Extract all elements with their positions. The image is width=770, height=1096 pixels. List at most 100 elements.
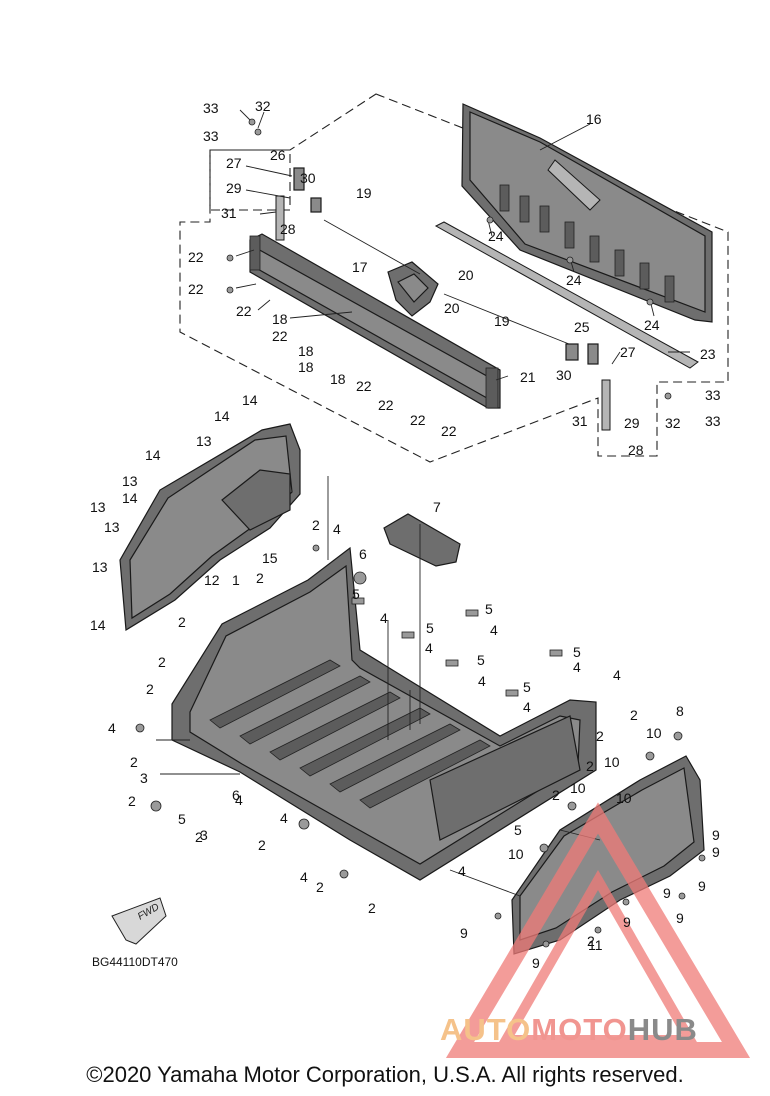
callout-number: 3 (140, 770, 148, 786)
callout-number: 10 (616, 790, 632, 806)
copyright-notice: ©2020 Yamaha Motor Corporation, U.S.A. A… (86, 1062, 684, 1087)
callout-number: 11 (588, 937, 603, 953)
callout-number: 13 (104, 519, 120, 535)
callout-number: 4 (333, 521, 341, 537)
latch-cable-upper (323, 219, 421, 275)
callout-number: 4 (300, 869, 308, 885)
cargo-bed (171, 546, 597, 881)
callout-number: 4 (478, 673, 486, 689)
callout-number: 14 (242, 392, 258, 408)
callout-number: 14 (90, 617, 106, 633)
callout-number: 2 (256, 570, 264, 586)
callout-number: 24 (644, 317, 660, 333)
latch-cable-lower (443, 293, 575, 347)
callout-number: 18 (330, 371, 346, 387)
callout-number: 4 (613, 667, 621, 683)
cover-plate (383, 513, 461, 567)
callout-number: 22 (236, 303, 252, 319)
callout-number: 27 (226, 155, 242, 171)
callout-number: 18 (272, 311, 288, 327)
callout-number: 14 (145, 447, 161, 463)
callout-number: 30 (300, 170, 316, 186)
callout-number: 7 (433, 499, 441, 515)
latch-handle (387, 261, 439, 317)
callout-number: 32 (665, 415, 681, 431)
callout-number: 10 (508, 846, 524, 862)
callout-number: 29 (624, 415, 640, 431)
callout-number: 24 (488, 228, 504, 244)
callout-number: 2 (178, 614, 186, 630)
callout-number: 19 (494, 313, 510, 329)
callout-number: 17 (352, 259, 368, 275)
callout-number: 22 (188, 281, 204, 297)
callout-number: 2 (195, 829, 203, 845)
side-panel-right (511, 755, 705, 955)
callout-number: 4 (523, 699, 531, 715)
callout-number: 24 (566, 272, 582, 288)
callout-number: 4 (490, 622, 498, 638)
callout-number: 2 (312, 517, 320, 533)
callout-number: 28 (280, 221, 296, 237)
callout-number: 12 (204, 572, 220, 588)
callout-number: 2 (552, 787, 560, 803)
callout-number: 28 (628, 442, 644, 458)
callout-number: 2 (158, 654, 166, 670)
callout-number: 20 (444, 300, 460, 316)
callout-number: 4 (235, 792, 243, 808)
latch-group-outline (209, 149, 291, 211)
callout-number: 13 (90, 499, 106, 515)
callout-number: 5 (523, 679, 531, 695)
callout-number: 10 (570, 780, 586, 796)
callout-number: 9 (663, 885, 671, 901)
callout-number: 31 (572, 413, 588, 429)
forward-arrow: FWD (111, 897, 167, 945)
callout-number: 13 (196, 433, 212, 449)
callout-number: 22 (378, 397, 394, 413)
callout-number: 25 (574, 319, 590, 335)
callout-number: 23 (700, 346, 716, 362)
callout-number: 6 (232, 787, 240, 803)
tailgate-panel (461, 103, 713, 323)
callout-number: 4 (573, 659, 581, 675)
callout-number: 9 (532, 955, 540, 971)
callout-number: 22 (410, 412, 426, 428)
side-panel-left (119, 423, 301, 632)
callout-number: 33 (705, 413, 721, 429)
callout-number: 2 (146, 681, 154, 697)
callout-number: 4 (380, 610, 388, 626)
fasteners (135, 118, 706, 948)
callout-number: 5 (573, 644, 581, 660)
callout-number: 22 (272, 328, 288, 344)
callout-number: 27 (620, 344, 636, 360)
latch-right (565, 343, 611, 431)
watermark-text: AUTOMOTOHUB (440, 1012, 770, 1048)
callout-number: 33 (203, 100, 219, 116)
watermark-logo (445, 802, 751, 1058)
callout-number: 5 (514, 822, 522, 838)
callout-number: 18 (298, 359, 314, 375)
callout-number: 2 (368, 900, 376, 916)
callout-number: 32 (255, 98, 271, 114)
callout-number: 2 (258, 837, 266, 853)
callout-number: 2 (587, 933, 595, 949)
callout-number: 30 (556, 367, 572, 383)
callout-number: 2 (586, 758, 594, 774)
callout-number: 9 (698, 878, 706, 894)
callout-number: 1 (232, 572, 240, 588)
callout-number: 4 (458, 863, 466, 879)
callout-number: 13 (92, 559, 108, 575)
callout-number: 2 (128, 793, 136, 809)
watermark-part3: HUB (627, 1012, 698, 1047)
callout-number: 33 (705, 387, 721, 403)
callout-number: 4 (108, 720, 116, 736)
callout-number: 9 (676, 910, 684, 926)
callout-number: 15 (262, 550, 278, 566)
callout-number: 26 (270, 147, 286, 163)
callout-number: 21 (520, 369, 536, 385)
watermark-part1: AUTO (440, 1012, 532, 1047)
callout-number: 5 (477, 652, 485, 668)
callout-number: 29 (226, 180, 242, 196)
callout-number: 8 (676, 703, 684, 719)
callout-number: 10 (646, 725, 662, 741)
callout-number: 13 (122, 473, 138, 489)
